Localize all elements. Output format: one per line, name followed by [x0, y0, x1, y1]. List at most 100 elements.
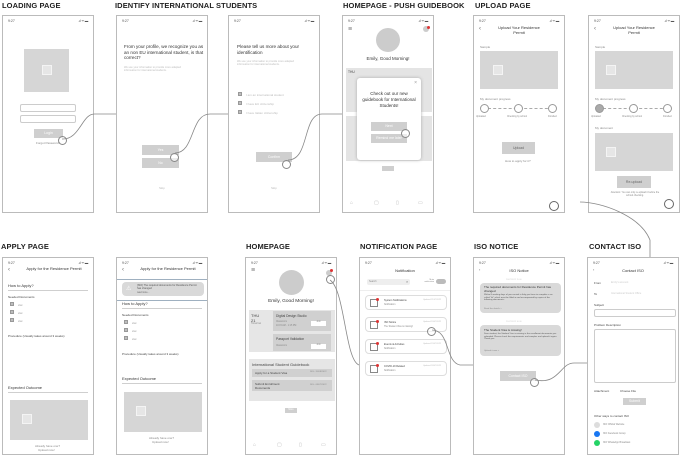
subject-label: Subject [594, 303, 605, 307]
choose-file-button[interactable]: Choose File [620, 389, 637, 393]
notification-sub: Notification [384, 370, 396, 372]
username-input[interactable] [20, 104, 76, 112]
confirm-button[interactable]: Confirm [256, 152, 292, 162]
reupload-button[interactable]: Re-upload [617, 176, 651, 188]
checkbox-italian[interactable] [238, 110, 242, 114]
laptop-tab-icon[interactable]: ▭ [321, 442, 326, 448]
no-button[interactable]: No [142, 158, 179, 168]
event-card[interactable] [273, 311, 331, 331]
signal-wifi-battery-icon: ..ıl ᯤ ▬ [663, 261, 673, 265]
more-button[interactable]: More [285, 408, 297, 413]
more-button[interactable] [382, 166, 394, 171]
step-label: Checking by school [507, 116, 527, 118]
guide-item[interactable] [252, 380, 332, 391]
doc-checkbox[interactable] [124, 336, 128, 340]
notification-item[interactable] [365, 317, 447, 332]
skip-link[interactable]: Skip [159, 186, 165, 190]
menu-icon[interactable]: ≡ [348, 26, 353, 33]
message-link[interactable]: Read the details > [484, 308, 502, 310]
back-icon[interactable]: ‹ [479, 26, 481, 32]
image-icon [136, 406, 146, 416]
search-input[interactable] [367, 279, 410, 285]
close-icon[interactable]: × [414, 80, 417, 86]
how-to-apply-link[interactable]: How to apply for it? [505, 159, 531, 163]
notification-item[interactable] [365, 361, 447, 376]
message-date: 21/07/2022 10:30 [506, 321, 522, 323]
home-tab-icon[interactable]: ⌂ [350, 200, 354, 206]
doc-checkbox[interactable] [124, 328, 128, 332]
channel-website-link[interactable]: ISO Official Website [603, 423, 625, 426]
file-tab-icon[interactable]: ▯ [299, 442, 302, 448]
notification-image-icon [370, 365, 378, 373]
file-tab-icon[interactable]: ▯ [396, 200, 399, 206]
chat-bubble-icon[interactable] [664, 199, 674, 209]
tap-cursor-icon [427, 327, 436, 336]
status-time: 9:27 [251, 261, 258, 265]
next-button[interactable]: Next [371, 122, 407, 131]
back-icon[interactable]: ‹ [594, 26, 596, 32]
status-bar: 9:27..ıl ᯤ ▬ [8, 19, 88, 24]
step-label: Checking by school [622, 116, 642, 118]
back-icon[interactable]: ‹ [122, 267, 124, 273]
back-icon[interactable]: ‹ [593, 267, 595, 272]
forgot-password-link[interactable]: Forgot Password? [36, 141, 61, 145]
guide-item[interactable] [252, 369, 332, 377]
alert-text: [ISO] The required documents for Residen… [137, 284, 197, 291]
home-tab-icon[interactable]: ⌂ [253, 442, 257, 448]
remind-later-button[interactable]: Remind me later [371, 134, 407, 143]
login-button[interactable]: Login [34, 129, 63, 138]
guidebook-popup: × Check out our new guidebook for Intern… [357, 78, 421, 160]
read-more-link[interactable]: read more... [137, 292, 150, 294]
chat-bubble-icon[interactable] [549, 201, 559, 211]
status-time: 9:27 [594, 19, 601, 23]
doc-checkbox[interactable] [10, 302, 14, 306]
checkbox-eu[interactable] [238, 101, 242, 105]
back-icon[interactable]: ‹ [8, 267, 10, 273]
event-meta: Classroom [276, 321, 287, 323]
greeting: Emily, Good Morning! [268, 299, 314, 304]
notification-image-icon [370, 321, 378, 329]
notification-time: Updated 21/07/2022 [423, 299, 442, 301]
document-tab-icon[interactable]: ▢ [277, 442, 282, 448]
upload-now-link[interactable]: Upload now! [152, 440, 169, 444]
notification-time: Updated 18/07/2022 [423, 365, 442, 367]
notification-item[interactable] [365, 295, 447, 310]
submit-button[interactable]: Submit [623, 398, 646, 405]
password-input[interactable] [20, 115, 76, 123]
step-finished [548, 104, 557, 113]
join-button[interactable]: Join [311, 321, 326, 326]
menu-icon[interactable]: ≡ [251, 267, 256, 274]
how-to-apply-heading: How to Apply? [8, 283, 34, 288]
needed-docs-label: Needed Documents [8, 295, 35, 299]
checkbox-international[interactable] [238, 92, 242, 96]
bell-icon[interactable] [423, 26, 429, 32]
progress-label: My document progress [480, 97, 511, 101]
page-title: Upload Your Residence Permit [613, 25, 655, 35]
image-icon [42, 65, 52, 75]
yes-button[interactable]: Yes [142, 145, 179, 155]
doc-checkbox[interactable] [10, 318, 14, 322]
join-button[interactable]: Join [311, 344, 326, 349]
document-tab-icon[interactable]: ▢ [374, 200, 379, 206]
channel-whatsapp-link[interactable]: ISO WhatsApp Broadcast [603, 441, 631, 444]
skip-link[interactable]: Skip [271, 186, 277, 190]
mute-toggle[interactable] [436, 279, 446, 284]
laptop-tab-icon[interactable]: ▭ [418, 200, 423, 206]
status-time: 9:27 [593, 261, 600, 265]
iso-alert-banner[interactable]: ⚠ [ISO] The required documents for Resid… [122, 282, 204, 296]
upload-button[interactable]: Upload [502, 142, 535, 154]
upload-now-link[interactable]: Upload now! [38, 448, 55, 452]
step-finished [663, 104, 672, 113]
doc-checkbox[interactable] [10, 310, 14, 314]
doc-checkbox[interactable] [124, 320, 128, 324]
search-icon[interactable]: ⌕ [406, 279, 409, 284]
message-link[interactable]: Upload it now > [484, 350, 500, 352]
channel-facebook-link[interactable]: ISO Facebook Group [603, 432, 626, 435]
contact-iso-button[interactable]: Contact ISO [500, 371, 536, 381]
subject-input[interactable] [594, 309, 676, 317]
signal-wifi-battery-icon: ..ıl ᯤ ▬ [321, 261, 331, 265]
event-time: 10:15 AM - 1:15 PM [276, 325, 297, 327]
problem-textarea[interactable] [594, 329, 676, 383]
back-icon[interactable]: ‹ [479, 267, 481, 272]
bell-icon[interactable] [326, 270, 332, 276]
